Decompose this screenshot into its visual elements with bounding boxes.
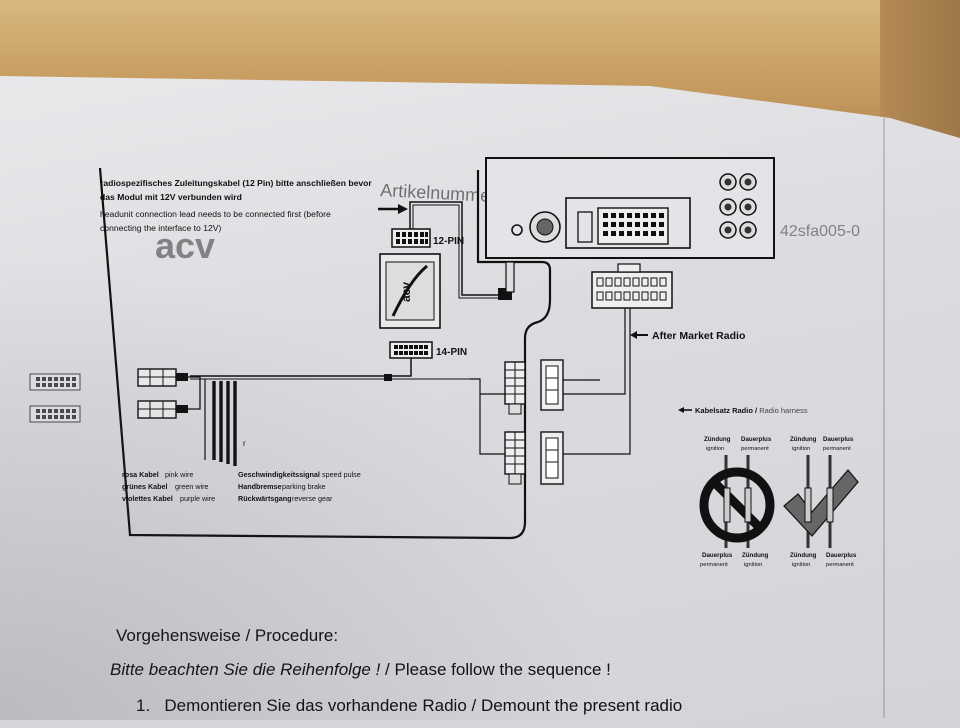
legend-reverse-de: Rückwärtsgang	[238, 494, 292, 503]
note-en-line1: headunit connection lead needs to be con…	[100, 209, 331, 219]
right-top-left-en: ignition	[792, 446, 810, 452]
checkmark-icon	[783, 469, 859, 537]
wrong-bottom-right-en: ignition	[744, 562, 762, 568]
connector-12-pin	[391, 228, 431, 248]
procedure-note-en: Please follow the sequence !	[394, 660, 611, 679]
wire-mark: r	[243, 439, 246, 448]
step-1-en: Demount the present radio	[480, 696, 683, 715]
procedure-note: Bitte beachten Sie die Reihenfolge ! / P…	[110, 660, 611, 680]
radio-harness-label-sep: /	[753, 406, 759, 415]
harness-connector-a	[504, 361, 526, 415]
procedure-note-sep: /	[380, 660, 395, 679]
legend-green-en: green wire	[175, 482, 209, 491]
legend-speed-en: speed pulse	[322, 470, 361, 479]
wrong-top-left-de: Zündung	[704, 436, 731, 443]
interface-module: acv	[379, 253, 441, 329]
connector-14-pin	[389, 341, 433, 359]
label-14-pin: 14-PIN	[436, 347, 467, 358]
top-note: radiospezifisches Zuleitungskabel (12 Pi…	[100, 178, 372, 233]
label-12-pin: 12-PIN	[433, 236, 464, 247]
legend-brake-en: parking brake	[282, 482, 326, 491]
wrong-top-left-en: ignition	[706, 446, 724, 452]
legend-speed-de: Geschwindigkeitssignal	[238, 470, 320, 479]
legend-reverse-en: reverse gear	[292, 494, 333, 503]
wire-legend: rosa Kabel pink wire grünes Kabel green …	[122, 470, 361, 503]
wrong-bottom-right-de: Zündung	[742, 552, 769, 559]
legend-pink-en: pink wire	[165, 470, 193, 479]
aftermarket-radio-unit	[485, 157, 775, 259]
diagram-frame	[98, 167, 552, 540]
plug-radio-antenna	[498, 261, 515, 300]
wrong-top-right-de: Dauerplus	[741, 436, 772, 443]
note-en-line2: connecting the interface to 12V)	[100, 223, 221, 233]
wire-tie	[384, 374, 392, 381]
part-number-watermark-2: 42sfa005-0	[780, 223, 860, 240]
harness-connector-c	[540, 359, 564, 411]
wrong-wiring-example: Zündung ignition Dauerplus permanent Dau…	[699, 436, 775, 568]
legend-pink-de: rosa Kabel	[122, 470, 159, 479]
legend-purple-de: violettes Kabel	[122, 494, 173, 503]
prohibited-icon	[699, 467, 775, 543]
right-bottom-right-de: Dauerplus	[826, 552, 857, 559]
step-1-sep: /	[466, 696, 481, 715]
wrong-top-right-en: permanent	[741, 446, 769, 452]
external-connector-top	[29, 373, 81, 391]
paper-fold-line	[883, 118, 885, 718]
left-connector-link	[188, 376, 201, 410]
arrow-left-icon	[678, 407, 692, 413]
legend-purple-en: purple wire	[180, 494, 215, 503]
loose-wires	[212, 381, 237, 466]
procedure-note-de: Bitte beachten Sie die Reihenfolge !	[110, 660, 381, 679]
right-top-right-de: Dauerplus	[823, 436, 854, 443]
step-1-number: 1.	[136, 696, 151, 715]
right-bottom-right-en: permanent	[826, 562, 854, 568]
note-de-line2: das Modul mit 12V verbunden wird	[100, 192, 242, 202]
brand-watermark: acv	[155, 225, 215, 266]
right-top-left-de: Zündung	[790, 436, 817, 443]
left-connector-bottom	[137, 400, 188, 419]
radio-plug-connector	[591, 263, 673, 309]
legend-brake-de: Handbremse	[238, 482, 282, 491]
external-connector-bottom	[29, 405, 81, 423]
radio-harness-label: Kabelsatz Radio / Radio harness	[695, 406, 808, 415]
step-1-de: Demontieren Sie das vorhandene Radio	[164, 696, 467, 715]
legend-green-de: grünes Kabel	[122, 482, 168, 491]
after-market-radio-label: After Market Radio	[652, 330, 745, 342]
harness-connector-d	[540, 431, 564, 485]
arrow-left-icon	[630, 331, 648, 339]
module-logo: acv	[399, 282, 413, 302]
procedure-title: Vorgehensweise / Procedure:	[116, 626, 339, 645]
right-bottom-left-en: ignition	[792, 562, 810, 568]
cable-12pin-radio-inner	[412, 204, 498, 299]
correct-wiring-example: Zündung ignition Dauerplus permanent Zün…	[783, 436, 859, 568]
radio-harness-label-en: Radio harness	[759, 406, 808, 415]
main-harness-line	[190, 358, 412, 377]
harness-connector-b	[504, 431, 526, 485]
radio-harness-label-de: Kabelsatz Radio	[695, 406, 753, 415]
arrow-right-icon	[378, 204, 408, 214]
right-bottom-left-de: Zündung	[790, 552, 817, 559]
procedure-step-1: 1. Demontieren Sie das vorhandene Radio …	[136, 696, 682, 716]
note-de-line1: radiospezifisches Zuleitungskabel (12 Pi…	[100, 178, 372, 188]
wrong-bottom-left-de: Dauerplus	[702, 552, 733, 559]
left-connector-top	[137, 368, 188, 387]
right-top-right-en: permanent	[823, 446, 851, 452]
wrong-bottom-left-en: permanent	[700, 562, 728, 568]
cable-12pin-radio	[409, 201, 498, 296]
harness-wiring-right	[470, 308, 631, 455]
